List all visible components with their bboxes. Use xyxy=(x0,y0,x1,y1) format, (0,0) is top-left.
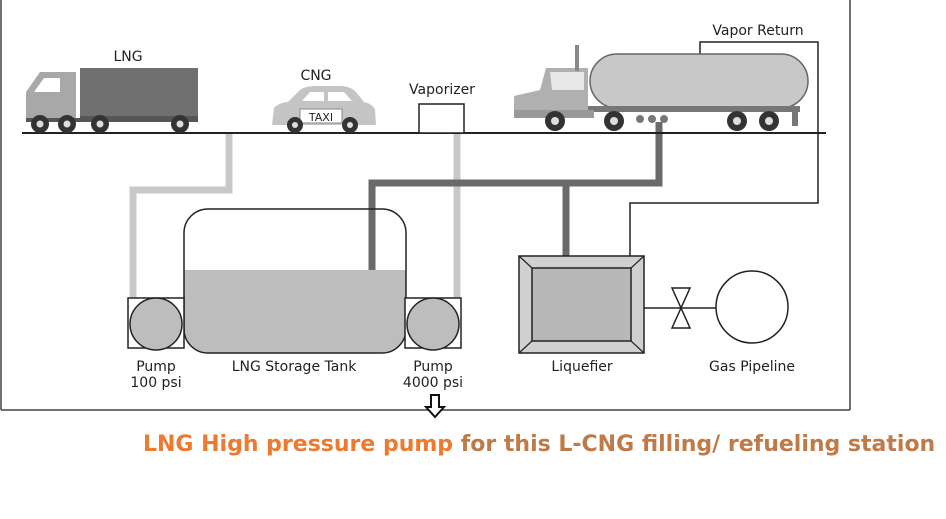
vapor-return-line xyxy=(629,41,819,256)
pump-100-psi xyxy=(127,297,185,351)
pump-low-pressure: 100 psi xyxy=(130,375,181,391)
light-pipes xyxy=(129,133,461,305)
pump-high-pressure: 4000 psi xyxy=(403,375,463,391)
caption: LNG High pressure pump for this L-CNG fi… xyxy=(143,432,936,457)
dark-pipes xyxy=(368,122,663,274)
down-arrow-icon xyxy=(423,394,447,419)
pump-high-label: Pump xyxy=(413,359,453,375)
pump-4000-psi xyxy=(404,297,462,351)
caption-highlight: LNG High pressure pump xyxy=(143,432,454,457)
caption-rest: for this L-CNG filling/ refueling statio… xyxy=(453,432,936,457)
liquefier-unit xyxy=(518,255,645,354)
pump-low-label: Pump xyxy=(136,359,176,375)
liquefier-label: Liquefier xyxy=(551,359,612,375)
gas-pipeline-label: Gas Pipeline xyxy=(709,359,795,375)
vaporizer-label: Vaporizer xyxy=(409,82,475,98)
lng-truck-label: LNG xyxy=(113,49,142,65)
gas-pipeline-circle xyxy=(715,270,789,344)
lng-truck-icon xyxy=(26,68,198,133)
cng-taxi-icon xyxy=(272,86,376,133)
cng-car-label: CNG xyxy=(300,68,331,84)
storage-tank-label: LNG Storage Tank xyxy=(232,359,357,375)
vaporizer-box xyxy=(418,103,465,134)
taxi-sign-label: TAXI xyxy=(308,111,333,124)
vapor-return-label: Vapor Return xyxy=(712,23,803,39)
valve-icon xyxy=(670,287,692,329)
lng-storage-tank xyxy=(183,208,407,354)
tanker-truck-icon xyxy=(514,45,809,131)
